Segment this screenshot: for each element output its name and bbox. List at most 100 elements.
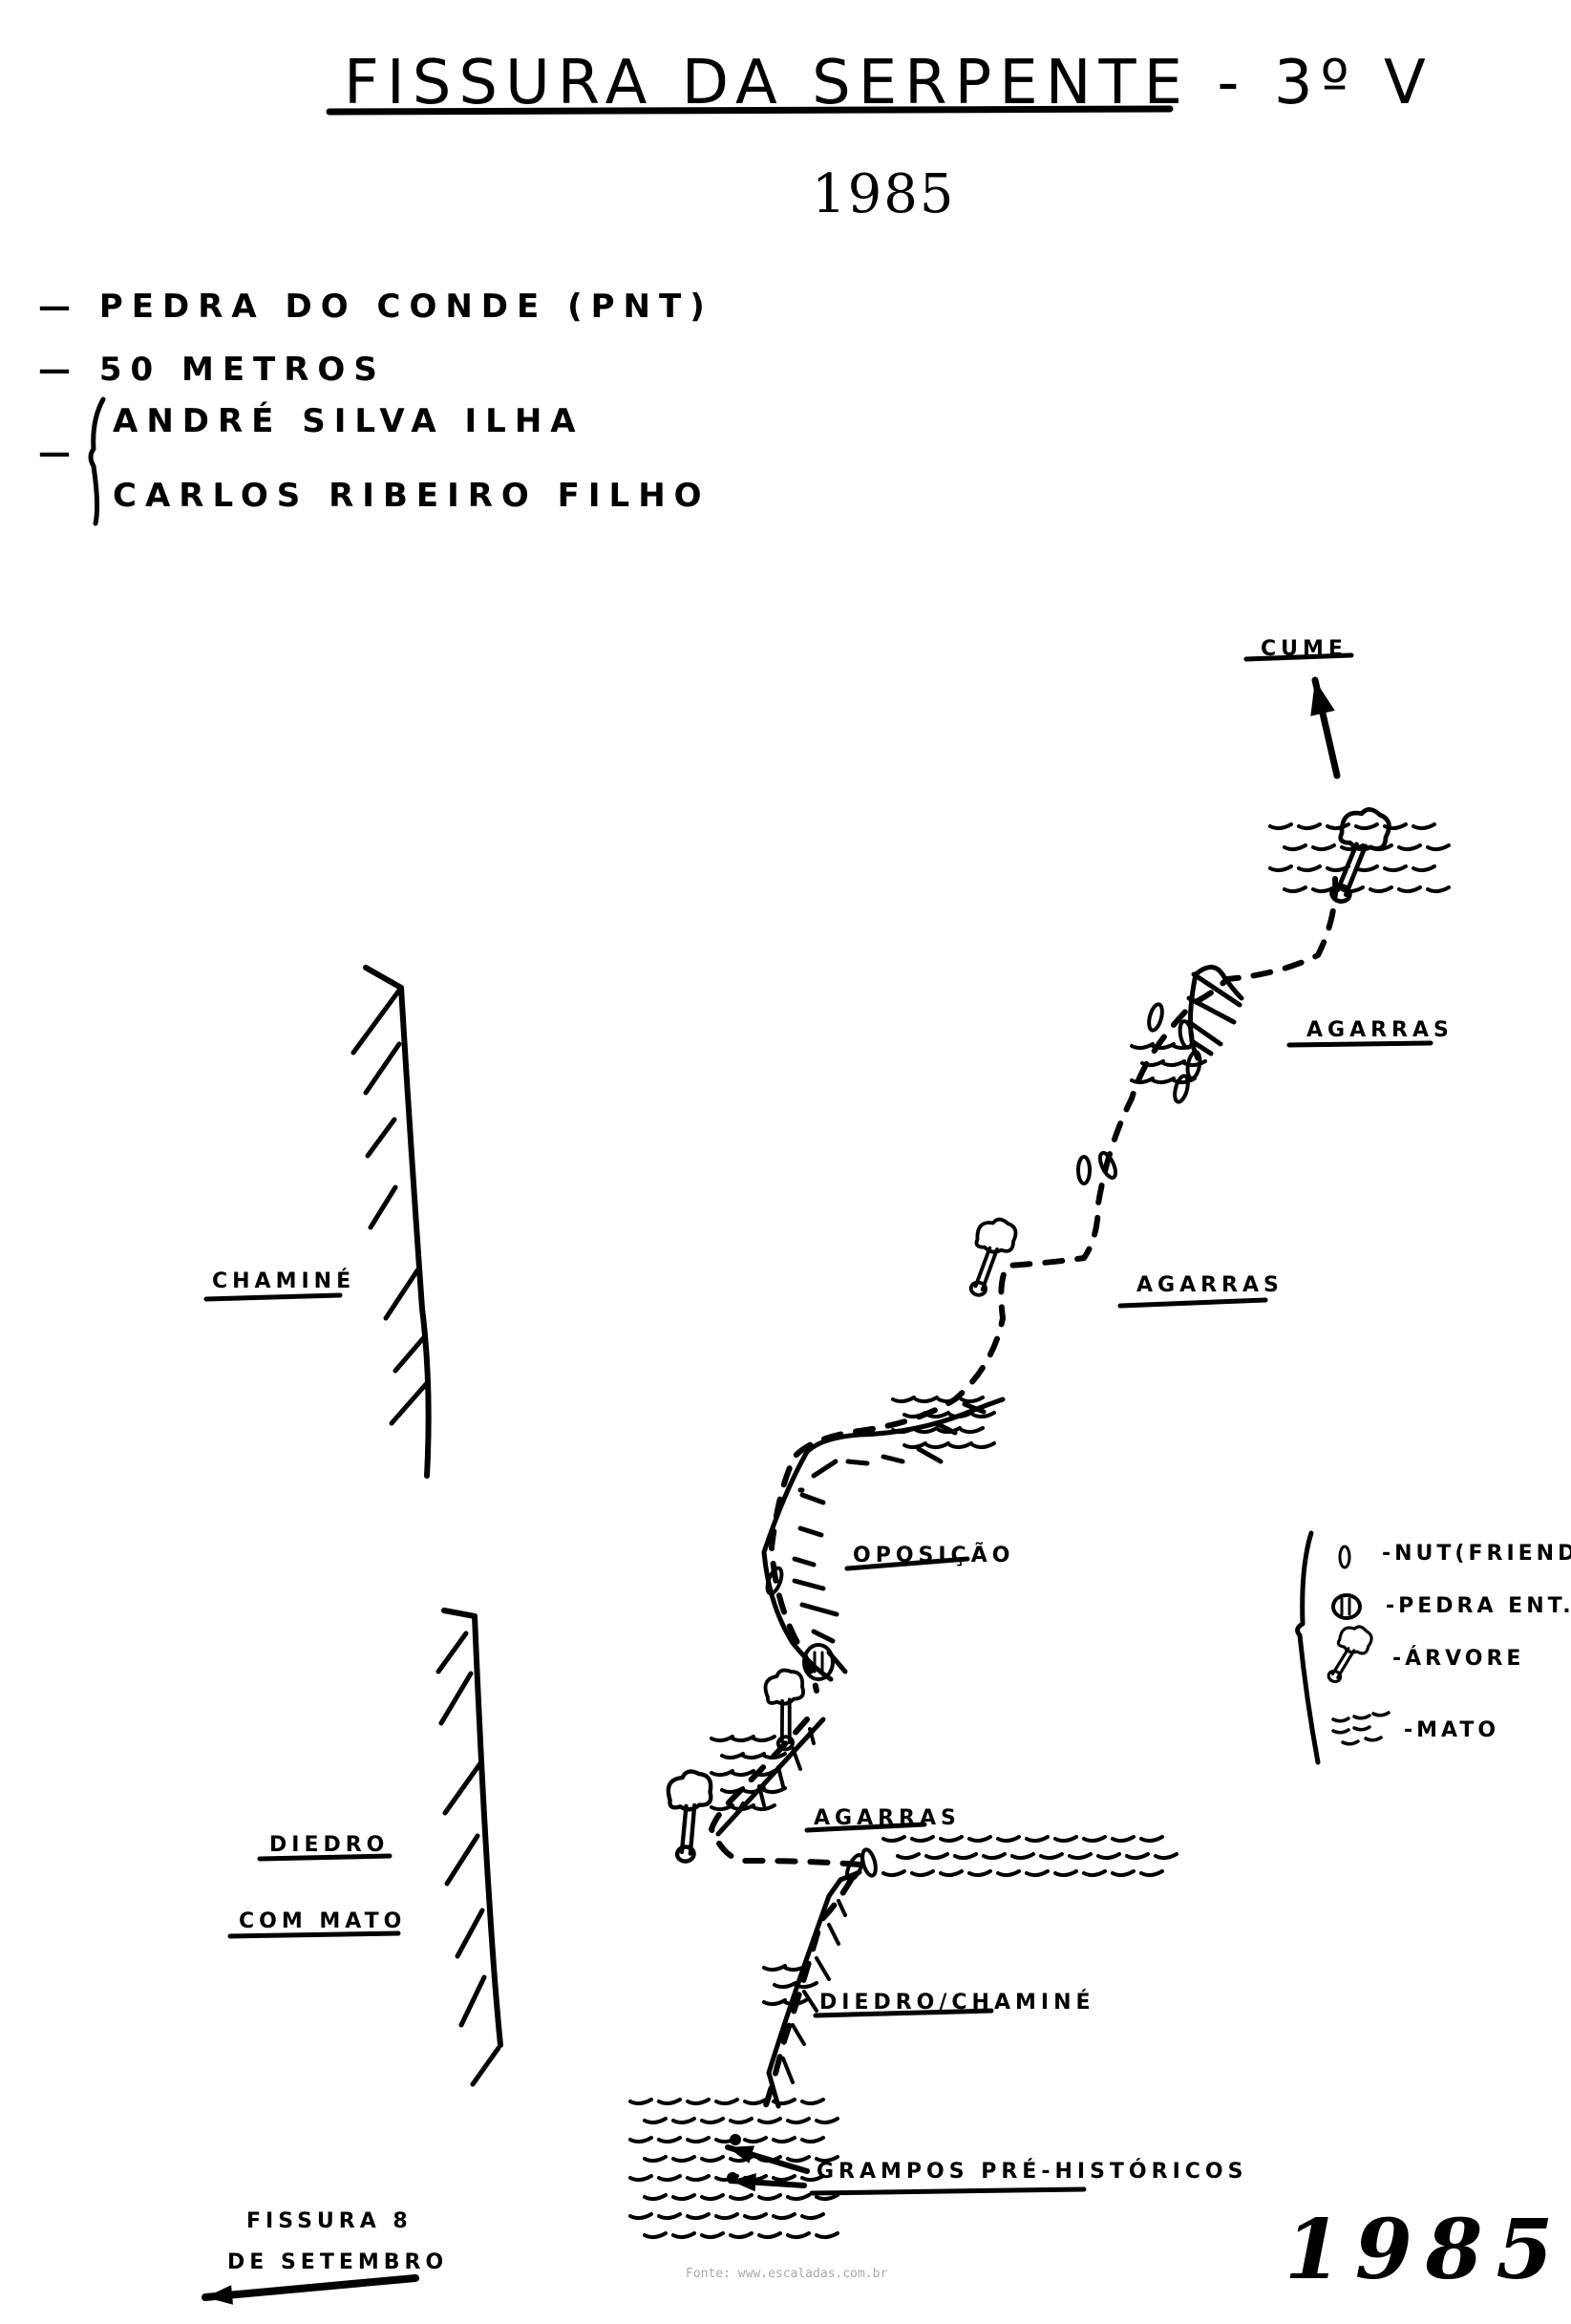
route-path: [709, 876, 1339, 2114]
dihedral-wall-hatch: [442, 1760, 483, 1816]
grass-base: [714, 2098, 739, 2106]
grass-ledge: [1111, 1835, 1136, 1844]
tree-trunk: [679, 1802, 697, 1856]
grass-base: [686, 2174, 711, 2183]
bolt-icon: [730, 2134, 741, 2145]
grass-ledge: [1010, 1852, 1035, 1861]
grass-summit: [1383, 864, 1408, 873]
grass-base: [729, 2193, 754, 2202]
nut-icon: [1076, 1155, 1092, 1185]
year-footer: 1985: [1284, 2202, 1566, 2298]
grass-summit: [1383, 822, 1408, 831]
summit-arrow-icon: [1310, 676, 1341, 779]
grass-base: [700, 2155, 725, 2164]
nut-icon: [1178, 1019, 1195, 1050]
nut-icon: [844, 1853, 865, 1882]
grass-dihedral: [762, 1964, 787, 1972]
nut-icon: [1147, 1002, 1164, 1033]
grass-ramp: [720, 1752, 745, 1760]
grass-summit: [1340, 885, 1365, 894]
grass-ramp: [741, 1786, 766, 1795]
dihedral-wall-hatch: [435, 1631, 469, 1674]
label-summit-underline: [1243, 652, 1354, 662]
label-dihedral-chimney-underline: [813, 2008, 994, 2018]
bolt-arrow-icon: [728, 2173, 807, 2192]
climber-2: CARLOS RIBEIRO FILHO: [113, 477, 711, 515]
chimney-wall-hatch: [350, 985, 404, 1055]
grass-base: [772, 2174, 796, 2183]
grass-ramp: [710, 1769, 734, 1778]
grass-upper: [1130, 1077, 1155, 1085]
tree-canopy: [666, 1769, 713, 1812]
grass-base: [657, 2174, 682, 2183]
grass-ramp: [752, 1735, 776, 1743]
grass-upper: [1161, 1059, 1186, 1068]
grass-mid: [891, 1426, 916, 1435]
chimney-wall-hatch: [363, 1041, 402, 1096]
dihedral-crack-hatch: [791, 2023, 806, 2046]
grass-summit: [1268, 822, 1293, 831]
dihedral-wall-hatch: [470, 2045, 501, 2087]
dihedral-wall-hatch: [455, 1908, 485, 1959]
arrow-head: [1310, 680, 1335, 716]
grass-ledge: [1025, 1835, 1050, 1844]
grass-summit: [1283, 885, 1307, 894]
grass-mid: [971, 1411, 996, 1419]
opposition-crack-hatch: [792, 1556, 817, 1567]
wall-lines: [350, 965, 1244, 2109]
chimney-wall-hatch: [393, 1334, 427, 1374]
grass-ramp: [710, 1735, 734, 1743]
grass-mid: [914, 1426, 939, 1435]
tree-trunk: [779, 1697, 792, 1744]
grass-summit: [1412, 822, 1436, 831]
tree-canopy: [1338, 807, 1391, 852]
grass-ledge: [1082, 1835, 1107, 1844]
nut-icon: [860, 1847, 878, 1878]
legend-grass-icon: [1352, 1714, 1371, 1720]
tree-icon-middle: [968, 1217, 1018, 1297]
arrow-head: [728, 2145, 754, 2164]
tree-canopy: [974, 1217, 1018, 1254]
grass-ledge: [939, 1869, 964, 1878]
grass-mid: [914, 1396, 939, 1404]
legend-loose-rock-icon: [1331, 1593, 1362, 1620]
grass-ledge: [881, 1835, 906, 1844]
grass-base: [786, 2155, 811, 2164]
label-old-bolts: GRAMPOS PRÉ-HISTÓRICOS: [817, 2159, 1247, 2184]
grass-base: [643, 2231, 668, 2240]
dihedral-wall-line: [441, 1608, 503, 2048]
grass-mid: [948, 1441, 973, 1450]
opposition-crack-hatch: [792, 1578, 826, 1591]
dihedral-wall-hatch: [444, 1833, 480, 1887]
grass-summit: [1340, 843, 1365, 852]
grass-base: [800, 2212, 825, 2221]
grass-base: [671, 2117, 696, 2125]
grass-ramp: [741, 1752, 766, 1760]
ramp-crack-hatch: [791, 1746, 802, 1771]
grass-ledge: [910, 1835, 935, 1844]
info-climbers-dash: —: [38, 434, 79, 472]
title-underline: [326, 105, 1174, 116]
grass-base: [815, 2231, 839, 2240]
label-chimney-left-underline: [203, 1292, 343, 1302]
tree-root: [1327, 1669, 1343, 1684]
protection-markers: [666, 807, 1391, 2184]
grass-dihedral: [762, 1998, 787, 2007]
grass-ramp: [710, 1803, 734, 1812]
tree-icon-ramp: [763, 1668, 805, 1752]
legend-tree-icon: [1327, 1625, 1373, 1684]
tree-root: [1329, 883, 1352, 905]
grass-base: [772, 2136, 796, 2144]
chimney-wall-hatch: [368, 1184, 398, 1230]
grass-ramp: [752, 1803, 776, 1812]
grass-base: [815, 2193, 839, 2202]
grass-ledge: [924, 1852, 949, 1861]
upper-flake-hatch: [1191, 971, 1242, 1008]
grass-base: [786, 2231, 811, 2240]
legend-label-loose-rock: -PEDRA ENT.: [1386, 1594, 1571, 1618]
opposition-crack-hatch: [811, 1629, 836, 1644]
grass-summit: [1283, 843, 1307, 852]
neighbor-route-arrow-icon: [202, 2274, 419, 2305]
grass-upper: [1182, 1059, 1207, 1068]
grass-base: [772, 2098, 796, 2106]
